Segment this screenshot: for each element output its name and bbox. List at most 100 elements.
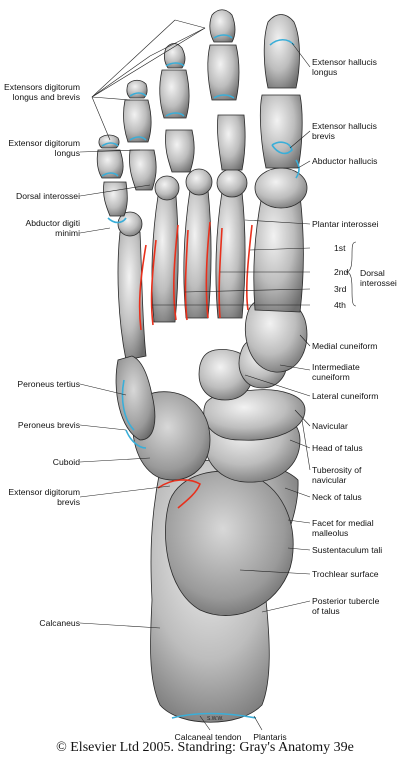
label-ext-hallucis-brevis: Extensor hallucis brevis [312,121,377,141]
label-ext-hallucis-longus: Extensor hallucis longus [312,57,377,77]
label-plantar-interossei: Plantar interossei [312,219,379,229]
label-cuboid: Cuboid [52,457,80,467]
mt5-head [117,211,143,237]
label-line: Extensor digitorum [8,487,80,497]
toe5-middle-phalanx [96,149,124,179]
label-line: longus [54,148,80,158]
peroneus-tertius-insertion [121,379,135,431]
label-line: Intermediate [312,362,360,372]
label-line: Posterior tubercle [312,596,380,606]
label-line: navicular [312,475,347,485]
leader-line [79,457,151,463]
leader-line [249,247,311,251]
peroneus-brevis-insertion [125,429,147,449]
copyright-caption: © Elsevier Ltd 2005. Standring: Gray's A… [56,740,354,755]
label-line: Abductor digiti [25,218,80,228]
leader-line [299,334,311,347]
label-peroneus-brevis: Peroneus brevis [17,420,80,430]
leader-line [79,485,171,498]
label-peroneus-tertius: Peroneus tertius [17,379,80,389]
label-line: brevis [57,497,80,507]
label-line: malleolus [312,528,349,538]
label-line: minimi [55,228,80,238]
leader-line [91,19,176,98]
leader-line [294,409,311,427]
toe3-proximal-phalanx [165,129,195,173]
label-interossei-2nd: 2nd [334,267,349,277]
toe2-distal-phalanx [209,9,236,43]
toe4-middle-phalanx [123,99,152,143]
toe3-middle-phalanx [159,69,190,119]
label-interossei-3rd: 3rd [334,284,347,294]
label-abductor-hallucis: Abductor hallucis [312,156,378,166]
label-sustentaculum-tali: Sustentaculum tali [312,545,383,555]
toe4-insertions [129,92,147,141]
label-line: Tuberosity of [312,465,362,475]
leader-line [244,374,311,397]
leader-line [279,364,311,371]
leader-line [91,27,206,98]
leader-line [287,547,311,551]
leader-line [91,96,111,141]
label-line: Extensor digitorum [8,138,80,148]
ext-dig-brevis-origin [157,479,201,509]
label-intermediate-cuneiform: Intermediate cuneiform [312,362,360,382]
label-dorsal-interossei: Dorsal interossei [16,191,80,201]
interossei-brace [345,241,357,307]
interosseus-origin-4 [138,239,157,331]
label-ext-dig-long-brev: Extensors digitorum longus and brevis [2,82,80,102]
leader-line [91,96,131,101]
label-line: brevis [312,131,335,141]
label-facet-medial-malleolus: Facet for medial malleolus [312,518,374,538]
mt3-head [185,168,213,196]
interosseus-origin-2 [205,221,223,319]
toe2-proximal-phalanx [217,114,246,171]
metatarsal-1 [253,194,304,313]
label-ext-dig-longus: Extensor digitorum longus [2,138,80,158]
leader-line [79,424,127,431]
label-line: longus and brevis [12,92,80,102]
label-medial-cuneiform: Medial cuneiform [312,341,378,351]
artist-signature: S.W.W. [207,716,224,722]
label-line: longus [312,67,338,77]
metatarsal-5-base [115,355,156,441]
toe2-insertions [213,34,235,99]
leader-line [297,160,311,169]
leader-line [289,439,311,449]
talus-bone [165,470,294,616]
muscle-origins [138,221,253,509]
toe5-proximal-phalanx [103,181,128,217]
toe2-middle-phalanx [207,44,240,101]
leader-line [301,419,311,471]
calcaneal-tendon-insertion [171,712,257,719]
label-dorsal-interossei-group: Dorsal interossei [360,268,397,288]
label-line: interossei [360,278,397,288]
label-line: cuneiform [312,372,350,382]
leader-line [253,715,263,731]
hallux-proximal-phalanx [259,94,303,169]
label-line: Facet for medial [312,518,374,528]
leader-line [174,19,206,29]
label-line: Extensors digitorum [4,82,80,92]
ext-hallucis-brevis-insertion [271,141,293,155]
leader-line [284,487,311,498]
metatarsal-5 [117,231,147,361]
label-line: Extensor hallucis [312,57,377,67]
toe5-insertions [101,142,119,177]
abductor-digiti-minimi-insertion [107,217,127,224]
leader-line [79,383,127,396]
label-trochlear-surface: Trochlear surface [312,569,379,579]
label-line: Extensor hallucis [312,121,377,131]
leader-line [149,27,206,57]
bones [96,9,308,723]
toe4-proximal-phalanx [129,149,157,191]
label-calcaneus: Calcaneus [39,618,80,628]
leader-line [79,149,141,153]
mt1-head [254,167,308,209]
label-line: Dorsal [360,268,385,278]
label-abductor-digiti-minimi: Abductor digiti minimi [2,218,80,238]
leader-line [79,184,151,197]
leader-line [244,219,311,225]
mt4-head [154,175,180,201]
